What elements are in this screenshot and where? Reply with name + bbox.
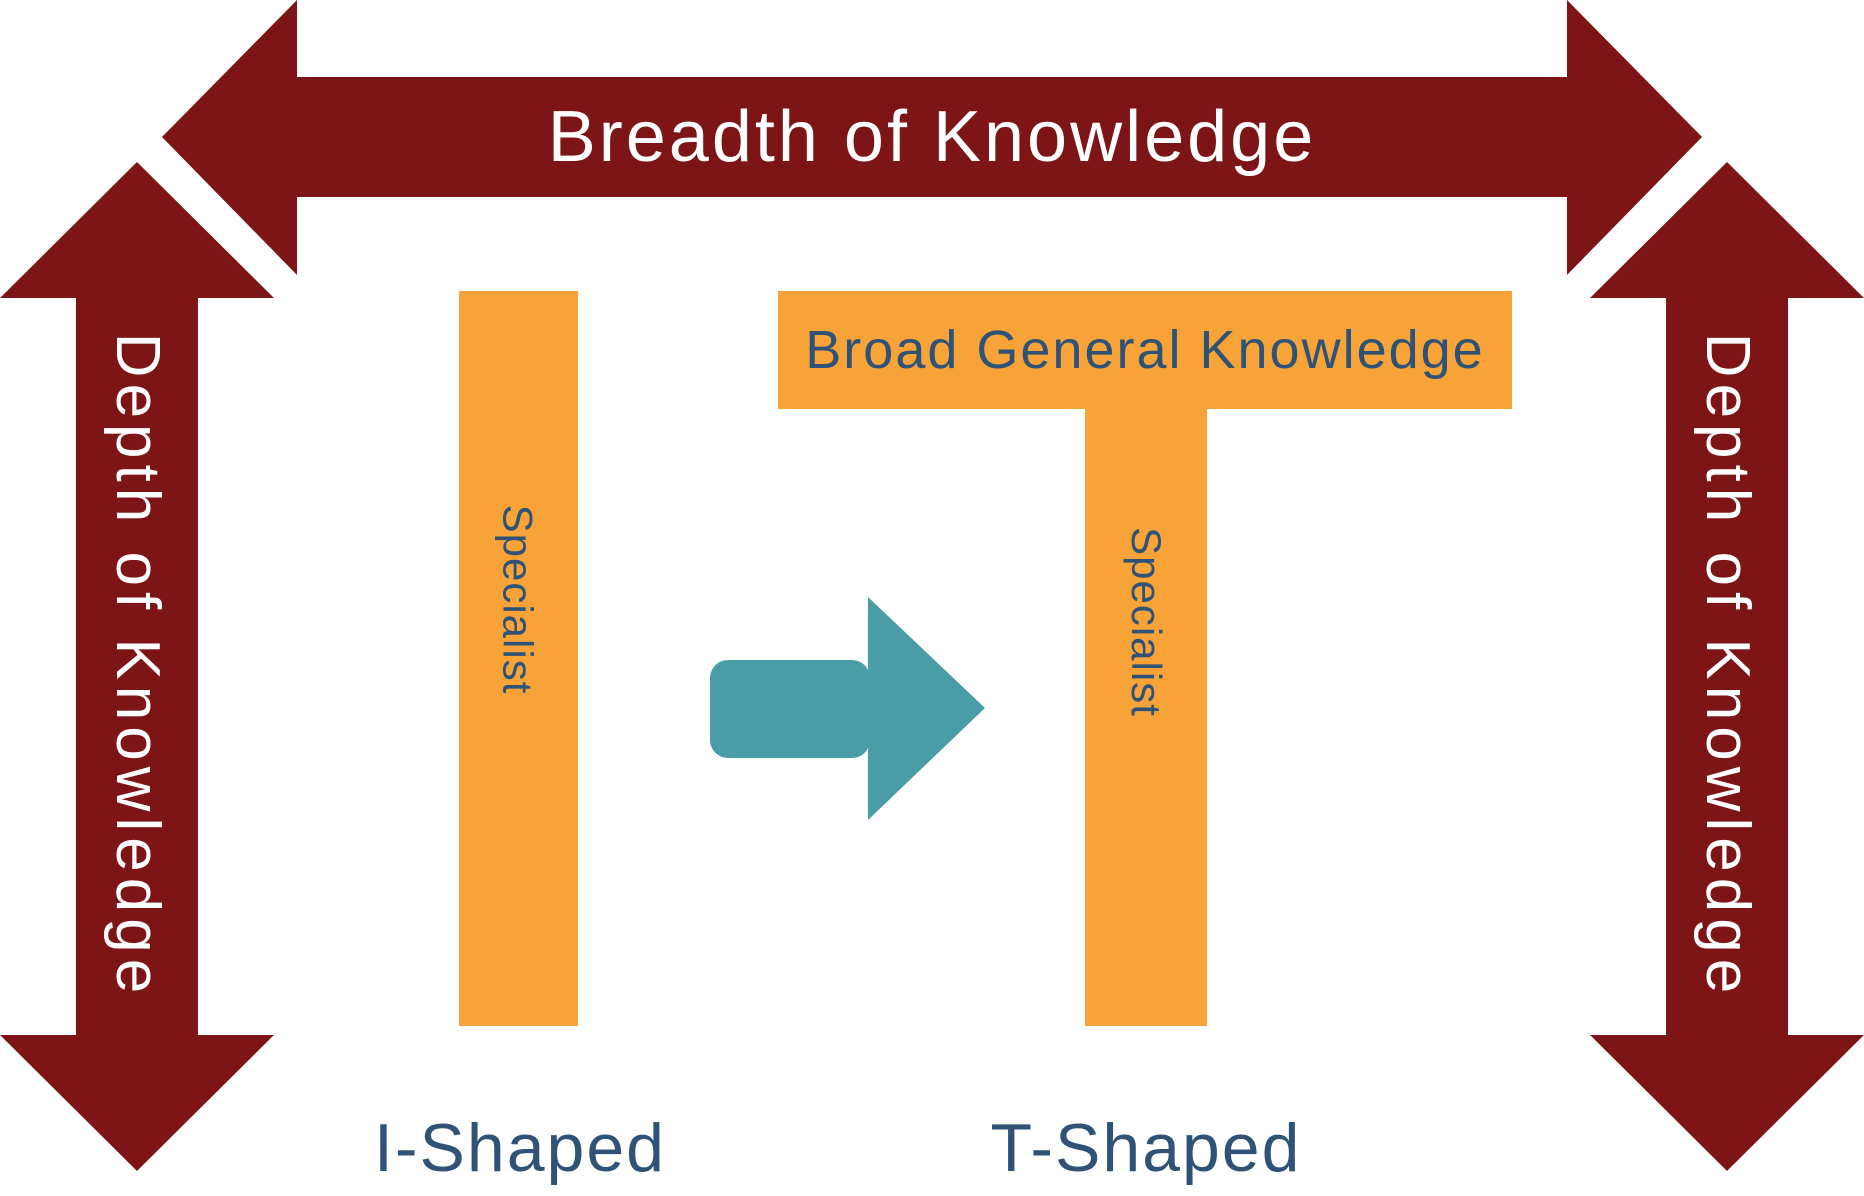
t-shape-top-bar: Broad General Knowledge	[778, 291, 1512, 409]
breadth-arrow	[162, 0, 1702, 275]
depth-arrow-right	[1590, 162, 1864, 1171]
depth-of-knowledge-label-right: Depth of Knowledge	[1693, 332, 1762, 1000]
i-shape-bar	[459, 291, 578, 1026]
breadth-of-knowledge-label: Breadth of Knowledge	[547, 97, 1317, 177]
t-shape-stem	[1085, 409, 1207, 1026]
t-shaped-caption: T-Shaped	[990, 1110, 1302, 1186]
depth-arrow-left	[0, 162, 274, 1171]
broad-general-knowledge-label: Broad General Knowledge	[805, 320, 1485, 380]
transform-arrow-head	[868, 597, 985, 820]
i-shaped-caption: I-Shaped	[374, 1110, 666, 1186]
specialist-label-i: Specialist	[494, 504, 542, 695]
transform-right-arrow-icon	[710, 597, 985, 820]
transform-arrow-body	[710, 660, 870, 758]
depth-of-knowledge-label-left: Depth of Knowledge	[103, 332, 172, 1000]
specialist-label-t: Specialist	[1123, 527, 1170, 717]
